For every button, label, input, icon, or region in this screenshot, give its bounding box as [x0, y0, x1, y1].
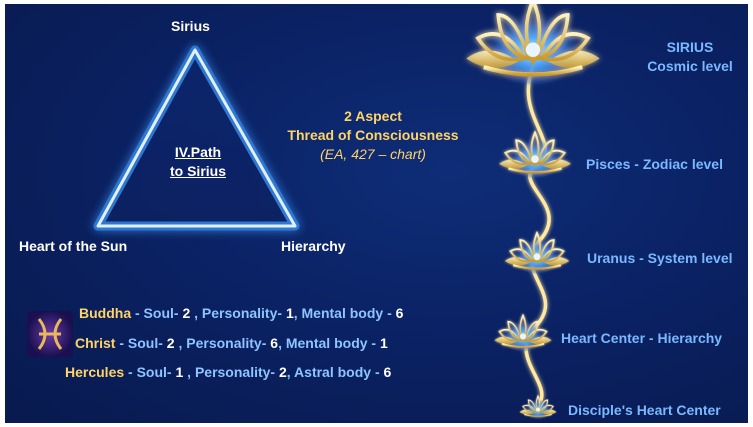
ray-soul-label: - Soul- — [131, 305, 183, 321]
ray-row-christ: Christ - Soul- 2 , Personality- 6, Menta… — [75, 335, 388, 351]
level-disciple-label: Disciple's Heart Center — [568, 402, 721, 418]
ray-soul-value: 2 — [182, 305, 191, 321]
triangle-right-label: Hierarchy — [281, 238, 346, 254]
lotus-icon-sirius — [466, 4, 599, 85]
ray-body-label: , Astral body - — [286, 364, 384, 380]
triangle-top-label: Sirius — [171, 18, 210, 34]
level-sirius-subtitle: Cosmic level — [647, 58, 733, 74]
inner-label-line1: IV.Path — [174, 144, 222, 160]
diagram-canvas: Sirius Heart of the Sun Hierarchy IV.Pat… — [5, 4, 748, 423]
aspect-subtitle: Thread of Consciousness — [287, 127, 459, 143]
triangle-inner-label: IV.Path to Sirius — [143, 143, 253, 181]
ray-row-hercules: Hercules - Soul- 1 , Personality- 2, Ast… — [65, 364, 391, 380]
ray-name: Hercules — [65, 364, 125, 380]
ray-personality-label: , Personality- — [174, 335, 271, 351]
level-heart-center-label: Heart Center - Hierarchy — [561, 330, 723, 346]
ray-body-value: 6 — [383, 364, 392, 380]
aspect-reference: (EA, 427 – chart) — [320, 146, 426, 162]
lotus-column — [5, 4, 748, 420]
ray-soul-label: - Soul- — [124, 364, 176, 380]
triangle-left-label: Heart of the Sun — [19, 238, 128, 254]
lotus-icon-uranus — [503, 231, 571, 275]
ray-body-value: 1 — [379, 335, 388, 351]
pisces-icon — [27, 311, 73, 357]
level-pisces-label: Pisces - Zodiac level — [586, 156, 723, 172]
aspect-label: 2 Aspect Thread of Consciousness (EA, 42… — [273, 107, 473, 164]
ray-name: Christ — [75, 335, 116, 351]
ray-name: Buddha — [79, 305, 132, 321]
ray-personality-value: 6 — [270, 335, 279, 351]
lotus-icon-heart-center — [493, 314, 553, 353]
ray-personality-label: , Personality- — [190, 305, 286, 321]
aspect-title: 2 Aspect — [344, 108, 402, 124]
lotus-icon-pisces — [497, 131, 573, 180]
level-uranus-label: Uranus - System level — [587, 250, 733, 266]
inner-label-line2: to Sirius — [169, 163, 226, 179]
ray-body-value: 6 — [395, 305, 404, 321]
level-sirius-title: SIRIUS — [666, 39, 714, 55]
ray-personality-value: 2 — [278, 364, 287, 380]
ray-row-buddha: Buddha - Soul- 2 , Personality- 1, Menta… — [79, 305, 403, 321]
ray-soul-value: 1 — [175, 364, 184, 380]
ray-soul-label: - Soul- — [115, 335, 167, 351]
ray-personality-label: , Personality- — [183, 364, 279, 380]
ray-soul-value: 2 — [166, 335, 175, 351]
ray-body-label: , Mental body - — [293, 305, 396, 321]
ray-personality-value: 1 — [285, 305, 294, 321]
sirius-triangle — [93, 45, 300, 231]
ray-body-label: , Mental body - — [278, 335, 380, 351]
lotus-icon-disciple — [518, 395, 558, 420]
level-sirius-label: SIRIUS Cosmic level — [635, 38, 745, 76]
